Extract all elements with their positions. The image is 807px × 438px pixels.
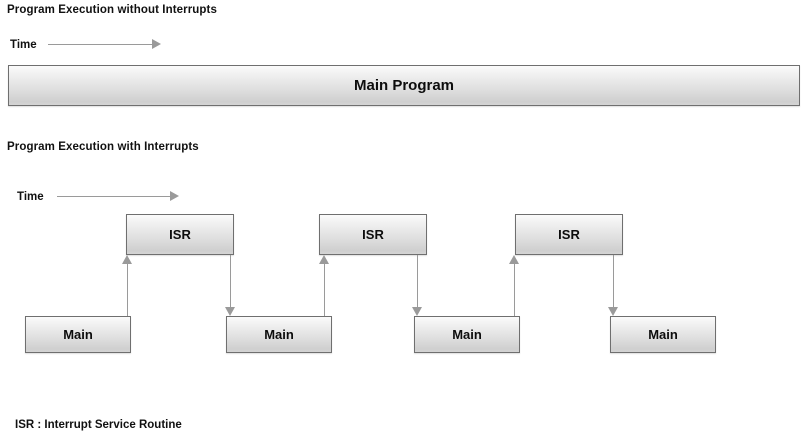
- arrow-up-icon: [122, 255, 133, 316]
- arrow-down-icon: [225, 255, 236, 316]
- section-heading-with-interrupts: Program Execution with Interrupts: [7, 141, 199, 153]
- main-block: Main: [414, 316, 520, 353]
- arrow-up-icon: [509, 255, 520, 316]
- isr-block: ISR: [515, 214, 623, 255]
- isr-block: ISR: [319, 214, 427, 255]
- time-axis-label: Time: [17, 191, 44, 203]
- arrow-up-icon: [319, 255, 330, 316]
- isr-block: ISR: [126, 214, 234, 255]
- time-axis-with-interrupts: Time: [17, 188, 187, 206]
- arrow-down-icon: [608, 255, 619, 316]
- time-axis-without-interrupts: Time: [10, 36, 170, 54]
- right-arrow-icon: [48, 36, 162, 54]
- main-block: Main: [610, 316, 716, 353]
- right-arrow-icon: [57, 188, 180, 206]
- time-axis-label: Time: [10, 39, 37, 51]
- legend-text: ISR : Interrupt Service Routine: [15, 419, 182, 431]
- main-block: Main: [25, 316, 131, 353]
- arrow-down-icon: [412, 255, 423, 316]
- main-block: Main: [226, 316, 332, 353]
- main-program-block: Main Program: [8, 65, 800, 106]
- section-heading-without-interrupts: Program Execution without Interrupts: [7, 4, 217, 16]
